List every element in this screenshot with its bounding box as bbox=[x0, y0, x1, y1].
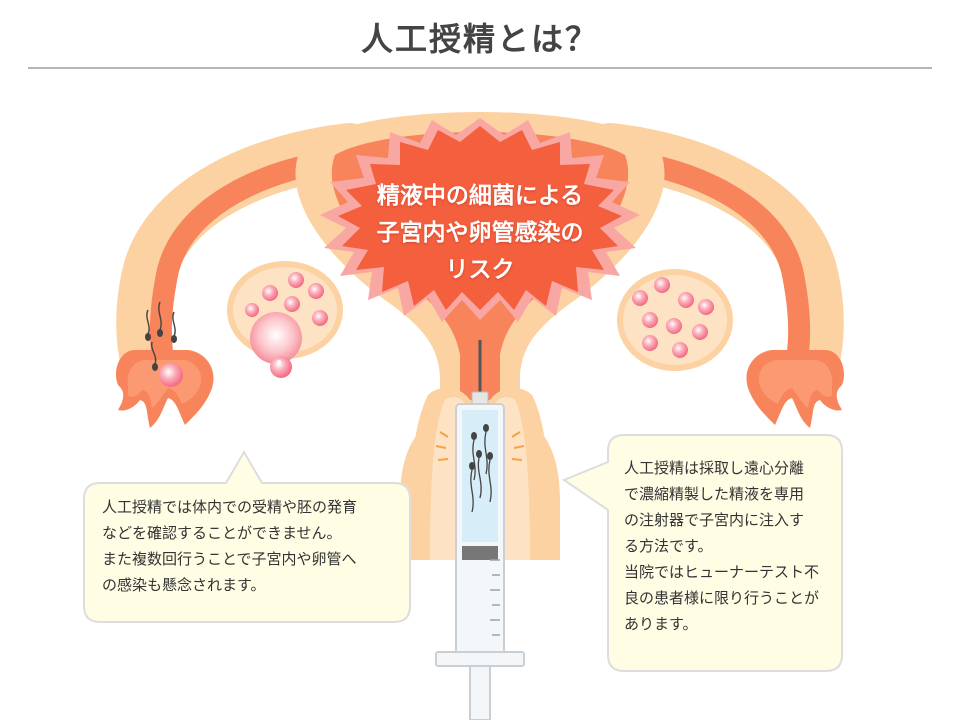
note-line: の注射器で子宮内に注入す bbox=[624, 511, 805, 529]
title-divider bbox=[28, 67, 932, 69]
callout-right-text: 人工授精は採取し遠心分離 で濃縮精製した精液を専用 の注射器で子宮内に注入す る… bbox=[624, 455, 830, 637]
note-line: あります。 bbox=[624, 615, 698, 633]
sperm-near-egg bbox=[146, 301, 176, 365]
note-line: また複数回行うことで子宮内や卵管へ bbox=[102, 550, 357, 568]
syringe bbox=[435, 340, 525, 720]
note-line: で濃縮精製した精液を専用 bbox=[624, 485, 805, 503]
note-line: 人工授精は採取し遠心分離 bbox=[624, 459, 805, 477]
burst-line: 精液中の細菌による bbox=[376, 183, 584, 209]
fimbriae-left bbox=[115, 350, 214, 428]
page-title: 人工授精とは？ bbox=[360, 20, 599, 58]
egg-in-tube bbox=[159, 363, 183, 387]
burst-line: 子宮内や卵管感染の bbox=[376, 220, 584, 246]
note-line: の感染も懸念されます。 bbox=[102, 576, 266, 594]
note-line: などを確認することができません。 bbox=[102, 524, 342, 542]
burst-line: リスク bbox=[445, 257, 515, 283]
callout-left-text: 人工授精では体内での受精や胚の発育 などを確認することができません。 また複数回… bbox=[102, 494, 392, 598]
motion-lines bbox=[435, 431, 525, 461]
note-line: 人工授精では体内での受精や胚の発育 bbox=[102, 498, 358, 516]
sperm-heads bbox=[145, 329, 177, 371]
risk-burst-text: 精液中の細菌による 子宮内や卵管感染の リスク bbox=[330, 178, 630, 289]
note-line: 当院ではヒューナーテスト不 bbox=[624, 563, 820, 581]
callout-right bbox=[561, 434, 843, 672]
risk-burst bbox=[320, 118, 640, 322]
fimbriae-right bbox=[746, 350, 845, 428]
note-line: 良の患者様に限り行うことが bbox=[624, 589, 820, 607]
note-line: る方法です。 bbox=[624, 537, 713, 555]
callout-left bbox=[83, 450, 411, 623]
sperm-heads-syringe bbox=[469, 424, 493, 470]
sperm-in-syringe bbox=[470, 431, 492, 513]
ovulating-follicle bbox=[250, 312, 302, 378]
ovary-follicles bbox=[245, 272, 714, 358]
